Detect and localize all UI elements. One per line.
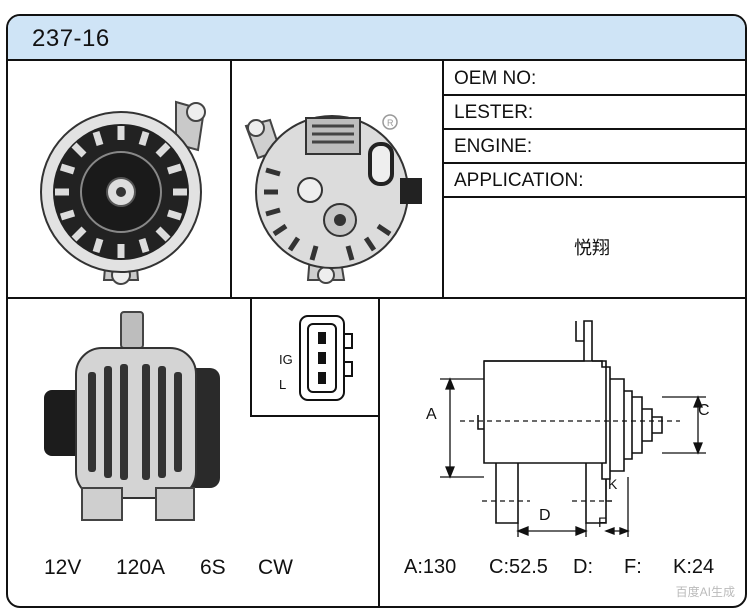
pin-ig-label: IG	[279, 352, 293, 367]
connector-plug-icon	[299, 315, 353, 401]
alternator-front-image	[40, 100, 206, 285]
connector-box-left	[250, 299, 252, 417]
info-divider-1	[442, 94, 745, 96]
dim-label-k: K	[608, 476, 618, 492]
oem-no-label: OEM NO:	[454, 68, 537, 89]
alternator-side-image	[44, 311, 220, 521]
watermark: 百度AI生成	[675, 585, 735, 599]
info-divider-3	[442, 162, 745, 164]
info-divider-4	[442, 196, 745, 198]
col-divider-bottom	[378, 299, 380, 606]
product-card: 237-16 OEM NO: LESTER: ENGINE: APPLICATI…	[6, 14, 747, 608]
col-divider-1	[230, 59, 232, 297]
col-divider-2	[442, 59, 444, 297]
application-label: APPLICATION:	[454, 170, 584, 191]
spec-amperage: 120A	[116, 556, 166, 579]
lester-label: LESTER:	[454, 102, 534, 123]
connector-box-bottom	[250, 415, 380, 417]
dim-value-d: D:	[573, 556, 593, 578]
pin-l-label: L	[279, 377, 287, 392]
dim-label-c: C	[698, 402, 710, 419]
registered-mark-icon	[382, 114, 398, 130]
dim-label-a: A	[426, 406, 437, 423]
alternator-rear-image: R	[244, 114, 422, 284]
dim-value-f: F:	[624, 556, 642, 578]
dim-value-a: A:130	[404, 556, 457, 578]
dim-label-f: F	[598, 514, 607, 530]
engine-label: ENGINE:	[454, 136, 533, 157]
row-divider	[8, 297, 745, 299]
dim-value-c: C:52.5	[489, 556, 548, 578]
dimension-drawing	[440, 320, 706, 537]
info-divider-2	[442, 128, 745, 130]
spec-pulley: 6S	[200, 556, 226, 579]
header-bar: 237-16	[8, 16, 745, 61]
spec-rotation: CW	[258, 556, 293, 579]
svg-text:R: R	[387, 118, 394, 128]
dim-value-k: K:24	[673, 556, 715, 578]
application-value: 悦翔	[574, 238, 610, 259]
dim-label-d: D	[539, 507, 551, 524]
spec-voltage: 12V	[44, 556, 82, 579]
part-number-title: 237-16	[32, 25, 110, 52]
